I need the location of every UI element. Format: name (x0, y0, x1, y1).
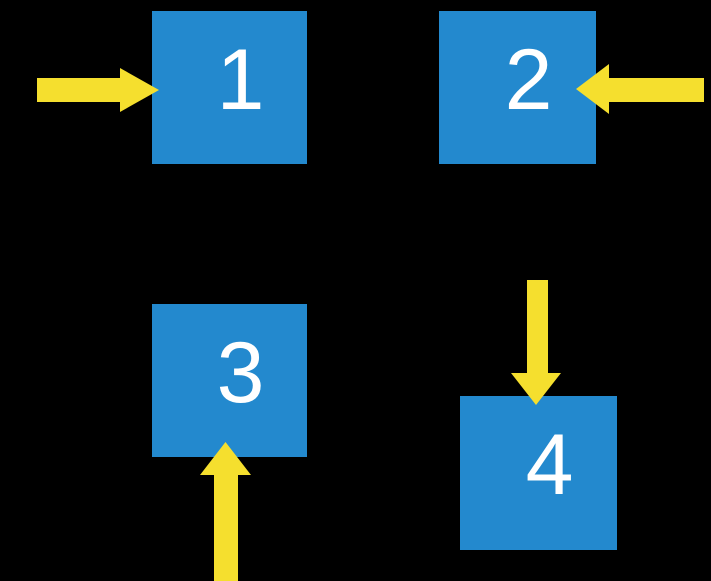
node-box-3[interactable]: 3 (152, 304, 307, 457)
arrow-down-into-node-4-icon (511, 280, 561, 405)
node-box-4[interactable]: 4 (460, 396, 617, 550)
node-label-2: 2 (504, 31, 553, 128)
node-box-1[interactable]: 1 (152, 11, 307, 164)
arrow-up-into-node-3-icon (200, 442, 251, 581)
node-label-4: 4 (525, 417, 574, 513)
node-box-2[interactable]: 2 (439, 11, 596, 164)
node-label-1: 1 (216, 31, 265, 128)
arrow-left-into-node-2-icon (576, 64, 704, 114)
arrow-right-into-node-1-icon (37, 68, 159, 112)
node-label-3: 3 (216, 324, 265, 421)
